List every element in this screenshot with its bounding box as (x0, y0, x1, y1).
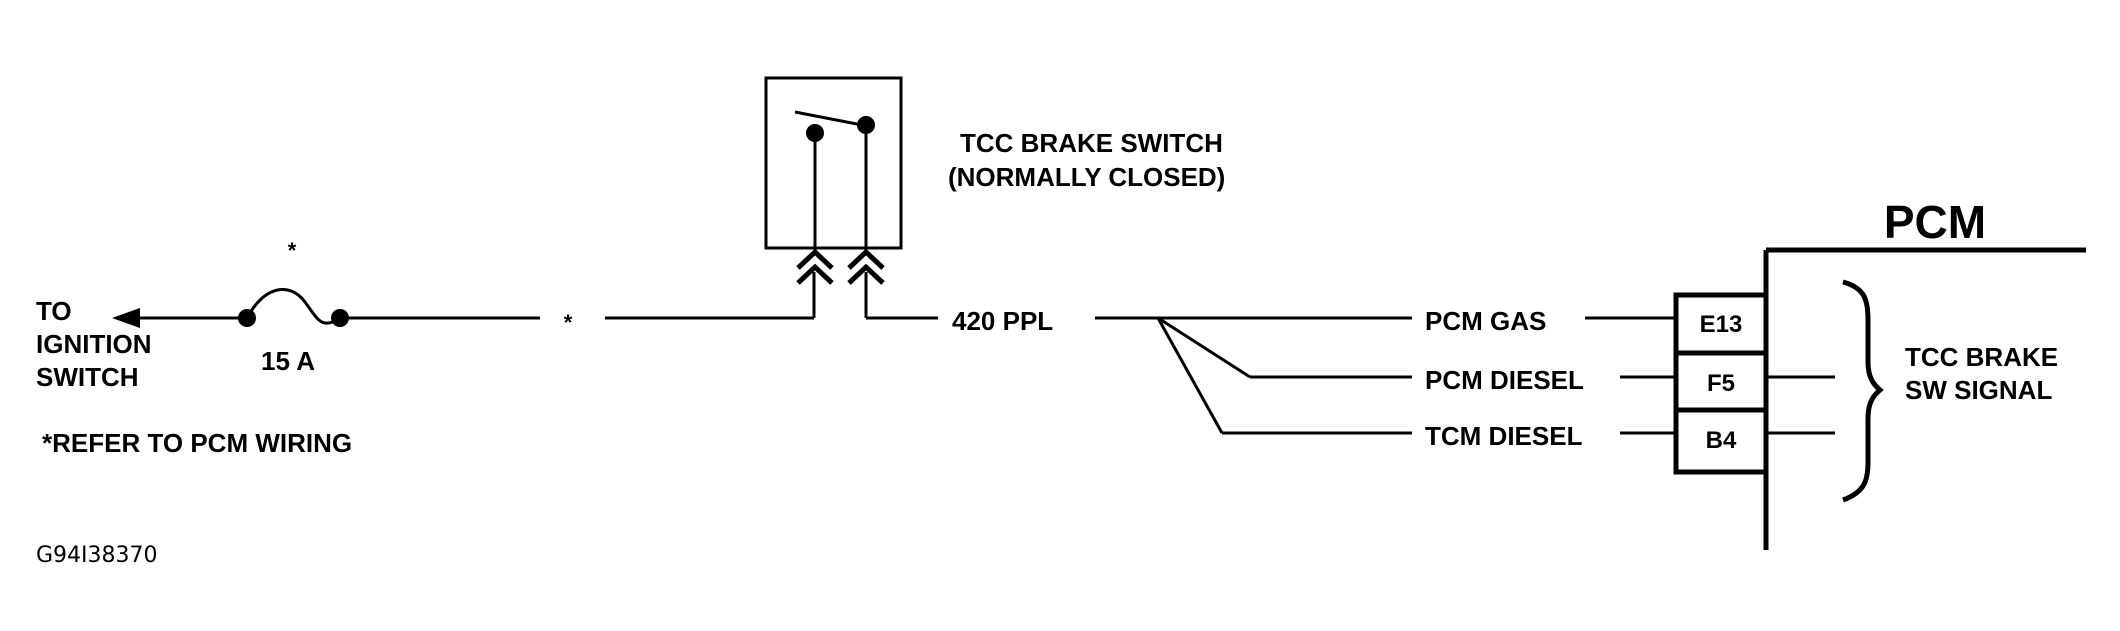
wire-marker: * (564, 310, 573, 335)
ignition-label-line1: TO (36, 296, 72, 326)
pcm-module (1763, 247, 2086, 550)
pcm-signal-line2: SW SIGNAL (1905, 375, 2052, 405)
switch-label-line1: TCC BRAKE SWITCH (960, 128, 1223, 158)
wire-label-420ppl: 420 PPL (952, 306, 1053, 336)
ignition-arrow (112, 308, 245, 328)
fuse-rating: 15 A (261, 346, 315, 376)
ignition-label-line3: SWITCH (36, 362, 139, 392)
pin-b4: B4 (1706, 427, 1737, 454)
fuse-symbol (238, 287, 540, 327)
pcm-title: PCM (1884, 196, 1986, 248)
branch-label-tcm-diesel: TCM DIESEL (1425, 421, 1583, 451)
pcm-signal-line1: TCC BRAKE (1905, 342, 2058, 372)
pin-e13: E13 (1700, 311, 1743, 338)
branch-label-pcm-gas: PCM GAS (1425, 306, 1546, 336)
branch-splices (1156, 316, 1412, 435)
ignition-label-line2: IGNITION (36, 329, 152, 359)
switch-label-line2: (NORMALLY CLOSED) (948, 162, 1225, 192)
branch-label-pcm-diesel: PCM DIESEL (1425, 365, 1584, 395)
tcc-brake-switch (764, 76, 903, 285)
figure-id: G94I38370 (36, 543, 158, 568)
pin-f5: F5 (1707, 370, 1735, 397)
signal-brace (1842, 279, 1884, 503)
fuse-marker: * (288, 238, 297, 263)
pcm-connector (1673, 292, 1769, 475)
pcm-wiring-note: *REFER TO PCM WIRING (42, 428, 352, 458)
